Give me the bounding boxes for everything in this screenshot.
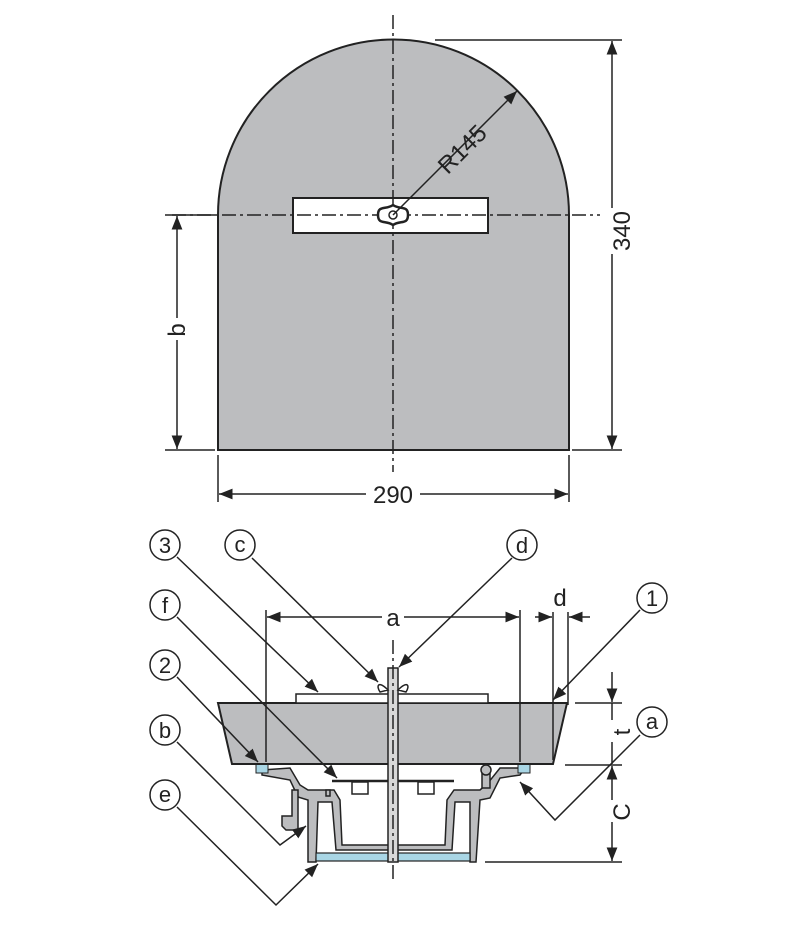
- radius-dimension: [392, 90, 518, 216]
- svg-text:d: d: [516, 533, 528, 558]
- t-label: t: [609, 728, 636, 735]
- wing-nut-section-icon: [377, 683, 409, 693]
- callout-e: e: [149, 779, 181, 811]
- a-label: a: [386, 605, 400, 632]
- svg-text:c: c: [235, 532, 246, 557]
- callout-d: d: [506, 529, 538, 561]
- seal-pad-right: [517, 763, 531, 774]
- callout-2: 2: [149, 649, 181, 681]
- width-label: 290: [373, 482, 413, 509]
- strainer-plate: [332, 779, 454, 795]
- height-label: 340: [609, 211, 636, 251]
- callout-3: 3: [149, 529, 181, 561]
- callout-1: 1: [636, 582, 668, 614]
- C-label: C: [609, 803, 636, 820]
- svg-text:b: b: [159, 718, 171, 743]
- drain-body: [261, 764, 527, 863]
- callout-f: f: [149, 589, 181, 621]
- d-label: d: [553, 585, 566, 612]
- callout-c: c: [224, 529, 256, 561]
- top-view: R145 340 b 290: [164, 15, 636, 509]
- leader-lines: [176, 556, 641, 907]
- svg-text:3: 3: [159, 533, 171, 558]
- svg-text:1: 1: [646, 586, 658, 611]
- svg-text:a: a: [646, 709, 659, 734]
- callout-b: b: [149, 714, 181, 746]
- svg-text:e: e: [159, 782, 171, 807]
- section-view: a d t C 3 c d f: [149, 529, 668, 907]
- b-label: b: [164, 323, 191, 336]
- svg-text:f: f: [162, 593, 169, 618]
- seal-pad-left: [255, 763, 269, 774]
- callout-a: a: [636, 706, 668, 738]
- svg-text:2: 2: [159, 653, 171, 678]
